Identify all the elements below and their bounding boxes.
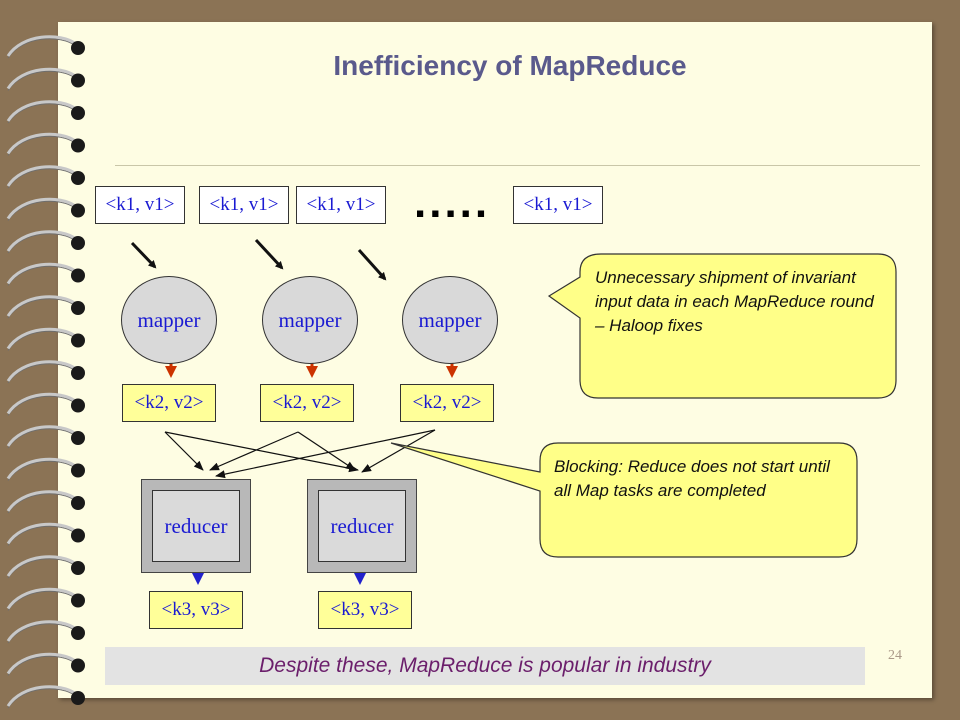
binding-ring-icon	[6, 295, 85, 319]
input-arrow-2	[254, 238, 284, 270]
binding-ring-icon	[6, 230, 85, 254]
input-pair-1: <k1, v1>	[95, 186, 185, 224]
binding-ring-icon	[6, 392, 85, 416]
reducer-label-2: reducer	[318, 490, 406, 562]
intermediate-pair-3: <k2, v2>	[400, 384, 494, 422]
binding-ring-icon	[6, 522, 85, 546]
blocking-callout-text: Blocking: Reduce does not start until al…	[554, 457, 830, 500]
intermediate-pair-2: <k2, v2>	[260, 384, 354, 422]
binding-ring-icon	[6, 197, 85, 221]
binding-ring-icon	[6, 100, 85, 124]
binding-ring-icon	[6, 555, 85, 579]
binding-ring-icon	[6, 262, 85, 286]
binding-ring-icon	[6, 685, 85, 709]
binding-ring-icon	[6, 652, 85, 676]
ellipsis-dots: .....	[414, 178, 491, 227]
intermediate-pair-1: <k2, v2>	[122, 384, 216, 422]
input-arrow-3	[357, 248, 387, 281]
binding-ring-icon	[6, 457, 85, 481]
title-divider	[115, 165, 920, 166]
conclusion-banner: Despite these, MapReduce is popular in i…	[105, 647, 865, 685]
input-arrow-1	[130, 241, 157, 269]
reducer-label-1: reducer	[152, 490, 240, 562]
shuffle-arrow-2a	[209, 431, 299, 471]
binding-ring-icon	[6, 425, 85, 449]
shuffle-arrow-1a	[164, 431, 204, 471]
page-number: 24	[888, 648, 902, 663]
binding-ring-icon	[6, 165, 85, 189]
shuffle-arrow-2b	[297, 431, 356, 471]
shipment-callout-shape	[547, 253, 897, 399]
binding-ring-icon	[6, 620, 85, 644]
binding-rings-icon	[6, 35, 85, 709]
binding-ring-icon	[6, 35, 85, 59]
output-pair-1: <k3, v3>	[149, 591, 243, 629]
binding-ring-icon	[6, 67, 85, 91]
shuffle-arrow-1b	[164, 431, 359, 473]
shuffle-arrow-3b	[361, 429, 436, 473]
binding-ring-icon	[6, 490, 85, 514]
output-pair-2: <k3, v3>	[318, 591, 412, 629]
binding-ring-icon	[6, 327, 85, 351]
input-pair-2: <k1, v1>	[199, 186, 289, 224]
input-pair-4: <k1, v1>	[513, 186, 603, 224]
reducer-node-1: reducer	[141, 479, 251, 573]
mapper-node-3: mapper	[402, 276, 498, 364]
shuffle-arrow-3a	[215, 429, 436, 479]
input-pair-3: <k1, v1>	[296, 186, 386, 224]
slide-title: Inefficiency of MapReduce	[333, 50, 687, 81]
binding-ring-icon	[6, 360, 85, 384]
shipment-callout-text: Unnecessary shipment of invariant input …	[595, 268, 874, 335]
mapper-node-2: mapper	[262, 276, 358, 364]
binding-ring-icon	[6, 132, 85, 156]
blocking-callout-shape	[390, 442, 858, 558]
reducer-node-2: reducer	[307, 479, 417, 573]
binding-ring-icon	[6, 587, 85, 611]
mapper-node-1: mapper	[121, 276, 217, 364]
